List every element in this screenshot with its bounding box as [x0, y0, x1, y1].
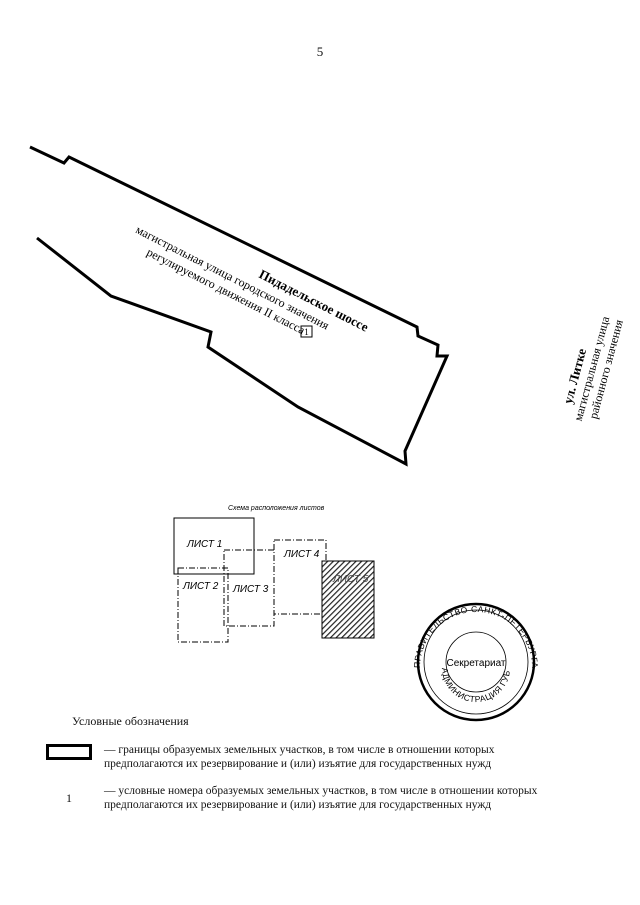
scheme-title: Схема расположения листов	[228, 505, 325, 512]
svg-text:1: 1	[304, 327, 309, 337]
page-number: 5	[316, 44, 324, 59]
sheet-2	[177, 567, 229, 643]
sheet-4-label: ЛИСТ 4	[283, 549, 320, 560]
legend-number-symbol: 1	[66, 791, 72, 805]
sheet-3-label: ЛИСТ 3	[232, 584, 269, 595]
sheet-2-label: ЛИСТ 2	[182, 581, 219, 592]
seal-center-text: Секретариат	[446, 658, 505, 669]
road-label-pidadelskoe: Пидадельское шоссе магистральная улица г…	[134, 222, 372, 337]
legend-title: Условные обозначения	[72, 714, 189, 728]
sheet-1	[173, 517, 255, 575]
sheet-1-label: ЛИСТ 1	[186, 539, 222, 550]
plot-number-marker: 1	[300, 325, 313, 338]
land-plot-boundary	[29, 145, 450, 467]
legend-item-number: — условные номера образуемых земельных у…	[104, 785, 538, 811]
sheet-layout-scheme: Схема расположения листов ЛИСТ 1 ЛИСТ 2 …	[173, 505, 375, 643]
sheet-5	[321, 560, 375, 639]
road-label-litke: ул. Литке магистральная улица районного …	[560, 314, 626, 422]
legend-boundary-symbol	[46, 744, 92, 760]
legend-item-boundary: — границы образуемых земельных участков,…	[104, 744, 495, 770]
official-seal: ПРАВИТЕЛЬСТВО САНКТ-ПЕТЕРБУРГА АДМИНИСТР…	[0, 0, 540, 722]
sheet-5-label: ЛИСТ 5	[332, 574, 369, 585]
seal-inner-text: АДМИНИСТРАЦИЯ ГУБЕРНАТОРА САНКТ-ПЕТЕРБУР…	[0, 0, 512, 704]
